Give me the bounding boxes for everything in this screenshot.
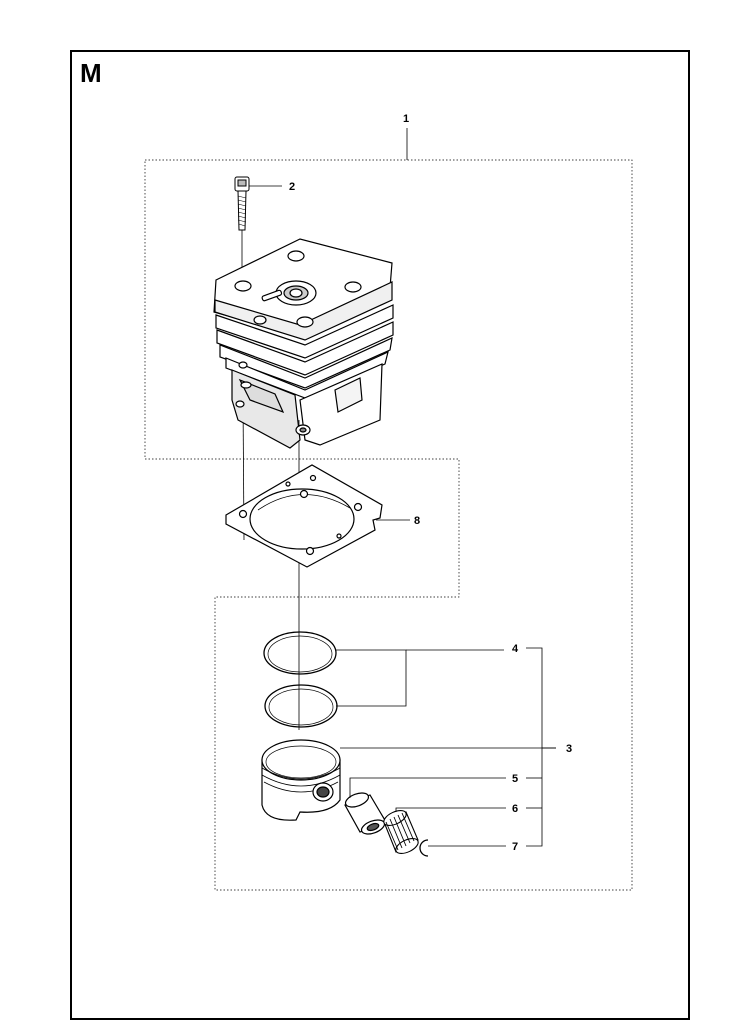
cylinder-icon <box>213 238 394 449</box>
callout-1: 1 <box>403 113 409 125</box>
circlip-icon <box>419 839 506 857</box>
callout-4: 4 <box>512 643 519 655</box>
callout-6: 6 <box>512 803 518 815</box>
callout-7: 7 <box>512 841 518 853</box>
callout-3: 3 <box>566 743 572 755</box>
piston-pin-icon <box>344 777 506 835</box>
section-letter: M <box>80 58 102 88</box>
piston-ring-icon <box>263 631 504 728</box>
gasket-icon <box>225 464 410 568</box>
callout-8: 8 <box>414 515 420 527</box>
callout-5: 5 <box>512 773 518 785</box>
callout-2: 2 <box>289 181 295 193</box>
needle-bearing-icon <box>383 807 506 854</box>
kit-bracket <box>526 647 556 847</box>
piston-icon <box>261 739 556 821</box>
screw-icon <box>234 176 282 231</box>
